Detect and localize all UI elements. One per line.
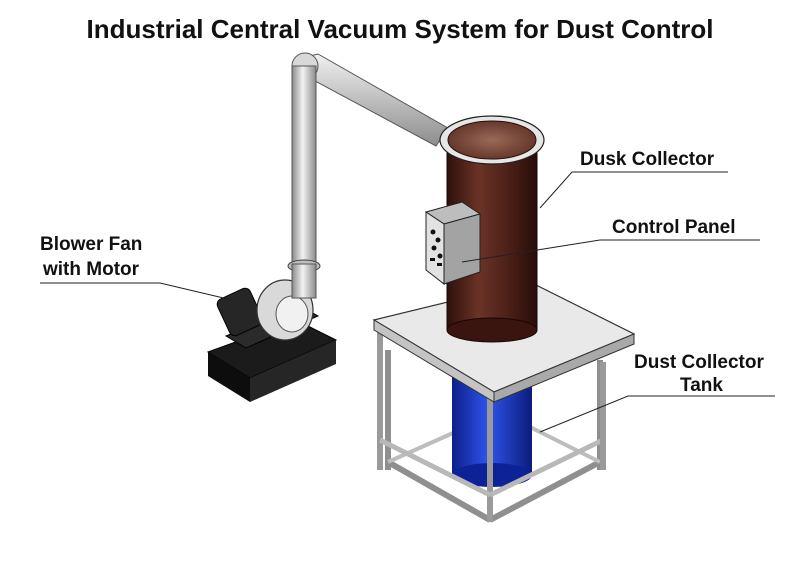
duct-pipe xyxy=(287,52,449,273)
label-blower-fan-line2: with Motor xyxy=(42,259,140,280)
label-dust-collector-tank-line2: Tank xyxy=(680,375,723,396)
label-blower-fan-line1: Blower Fan xyxy=(40,234,142,255)
blower-fan-with-motor xyxy=(206,263,338,402)
stand-frame-front xyxy=(377,322,606,522)
callout-lines xyxy=(40,171,775,433)
label-control-panel: Control Panel xyxy=(612,217,736,238)
diagram-title: Industrial Central Vacuum System for Dus… xyxy=(87,14,714,44)
label-dust-collector-tank-line1: Dust Collector xyxy=(634,352,764,373)
label-dusk-collector: Dusk Collector xyxy=(580,149,715,170)
control-panel xyxy=(424,201,482,286)
dust-collector xyxy=(439,115,545,343)
